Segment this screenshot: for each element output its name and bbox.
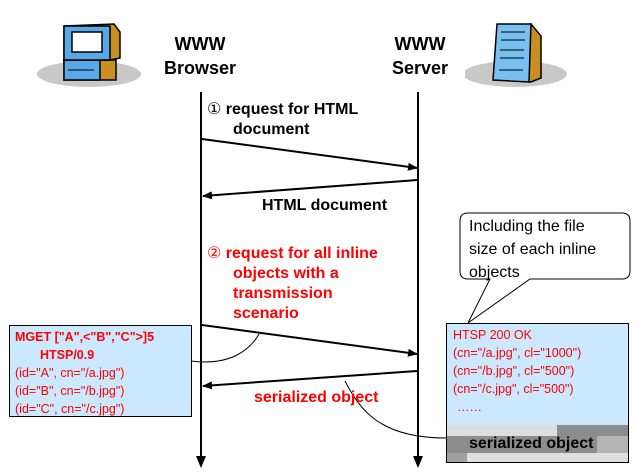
request-param-a: (id="A", cn="/a.jpg") — [15, 366, 125, 380]
request-param-b: (id="B", cn="/b.jpg") — [15, 384, 125, 398]
arrow-serialized-object — [202, 370, 418, 390]
server-lifeline-arrowhead — [413, 456, 423, 468]
request-box: MGET ["A",<"B","C">]5 HTSP/0.9 (id="A", … — [9, 325, 192, 417]
step2-line2: objects with a — [233, 265, 339, 282]
step2-line1: request for all inline — [225, 245, 378, 262]
html-document-label: HTML document — [262, 197, 388, 214]
request-param-c: (id="C", cn="/c.jpg") — [15, 402, 125, 416]
connector-response-box — [344, 380, 447, 439]
arrow-request-html — [201, 138, 418, 171]
tower-server-icon — [463, 18, 575, 90]
server-title-line2: Server — [391, 58, 449, 78]
browser-lifeline-arrowhead — [196, 456, 206, 468]
request-protocol-line: HTSP/0.9 — [40, 348, 95, 362]
browser-title: WWW Browser — [150, 32, 250, 80]
arrow-html-document — [202, 179, 418, 200]
arrow-request-inline — [201, 324, 418, 357]
serialized-band: serialized object — [447, 425, 628, 462]
response-box: HTSP 200 OK (cn="/a.jpg", cl="1000") (cn… — [446, 323, 629, 463]
response-entry-c: (cn="/c.jpg", cl="500") — [453, 382, 574, 396]
step1-label: ① request for HTML document — [207, 100, 358, 140]
response-status-line: HTSP 200 OK — [453, 328, 532, 342]
desktop-computer-icon — [34, 18, 144, 88]
callout-text: Including the file size of each inline o… — [469, 215, 596, 284]
step1-marker: ① — [207, 101, 222, 118]
server-title: WWW Server — [370, 32, 470, 80]
serialized-object-footer: serialized object — [469, 435, 594, 452]
response-entry-b: (cn="/b.jpg", cl="500") — [453, 364, 575, 378]
connector-request-box — [190, 333, 260, 363]
step1-line1: request for HTML — [225, 101, 359, 118]
server-title-line1: WWW — [394, 34, 446, 54]
step2-label: ② request for all inline objects with a … — [207, 244, 378, 324]
step1-line2: document — [233, 121, 310, 138]
step2-line3: transmission — [233, 285, 333, 302]
callout-line2: size of each inline — [469, 241, 597, 258]
callout-line1: Including the file — [469, 218, 585, 235]
step2-line4: scenario — [233, 305, 299, 322]
request-method-line: MGET ["A",<"B","C">]5 — [15, 330, 155, 344]
browser-title-line2: Browser — [163, 58, 237, 78]
browser-title-line1: WWW — [174, 34, 226, 54]
callout-line3: objects — [469, 264, 520, 281]
step2-marker: ② — [207, 245, 222, 262]
response-entry-a: (cn="/a.jpg", cl="1000") — [453, 346, 582, 360]
callout-bubble — [459, 212, 631, 324]
response-ellipsis: …… — [457, 400, 482, 414]
serialized-object-label: serialized object — [254, 389, 379, 406]
